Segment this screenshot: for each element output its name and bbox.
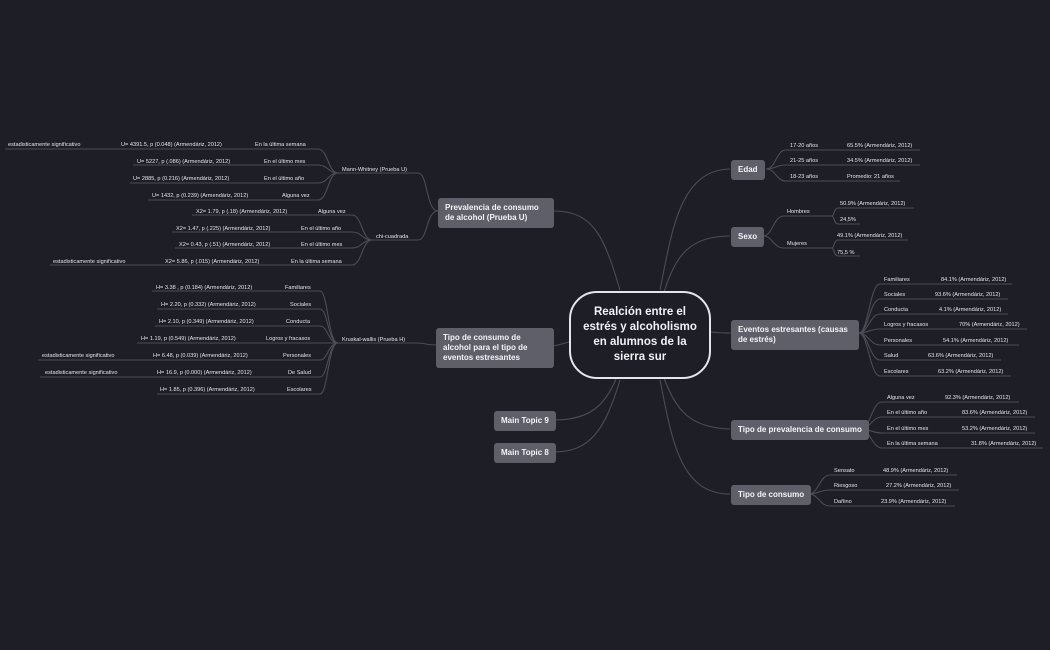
- evento-label[interactable]: Conducta: [884, 307, 908, 313]
- sexo-mujeres-value[interactable]: 75,5 %: [837, 250, 855, 256]
- link-tipo-eventos: [553, 341, 570, 347]
- chi-item-label[interactable]: En el último año: [301, 226, 342, 232]
- chi-item-label[interactable]: En el último mes: [301, 242, 343, 248]
- consumo-label[interactable]: Riesgoso: [834, 483, 858, 489]
- topic-eventos-estresantes[interactable]: Eventos estresantes (causas de estrés): [731, 320, 859, 350]
- sexo-hombres-value[interactable]: 24,5%: [840, 217, 856, 223]
- significance-note[interactable]: estadisticamente significativo: [8, 142, 81, 148]
- evento-value[interactable]: 70% (Armendáriz, 2012): [959, 322, 1020, 328]
- mann-item-value[interactable]: U= 2885, p (0.216) (Armendáriz, 2012): [133, 176, 230, 182]
- edad-value[interactable]: Promedio: 21 años: [847, 174, 894, 180]
- consumo-value[interactable]: 27.2% (Armendáriz, 2012): [886, 483, 952, 489]
- edad-value[interactable]: 34.5% (Armendáriz, 2012): [847, 158, 913, 164]
- mann-item-label[interactable]: En el último año: [264, 176, 305, 182]
- edad-label[interactable]: 18-23 años: [790, 174, 818, 180]
- chi-item-value[interactable]: X2= 1.79, p (.18) (Armendáriz, 2012): [196, 209, 288, 215]
- link-prev-u: [553, 210, 621, 291]
- prevalencia-value[interactable]: 83.6% (Armendáriz, 2012): [962, 410, 1028, 416]
- mann-item-value[interactable]: U= 1432, p (0.239) (Armendáriz, 2012): [152, 193, 249, 199]
- kruskal-item-value[interactable]: H= 6.48, p (0.039) (Armendáriz, 2012): [153, 353, 248, 359]
- kruskal-item-value[interactable]: H= 16.9, p (0.000) (Armendáriz, 2012): [157, 370, 252, 376]
- prevalencia-label[interactable]: En la última semana: [887, 441, 938, 447]
- link-tipo-consumo: [659, 379, 731, 495]
- kruskal-item-label[interactable]: De Salud: [288, 370, 312, 376]
- evento-value[interactable]: 84.1% (Armendáriz, 2012): [941, 277, 1007, 283]
- chi-item-value[interactable]: X2= 5.86, p (.015) (Armendáriz, 2012): [165, 259, 260, 265]
- link-prevalencia: [663, 377, 731, 430]
- significance-note[interactable]: estadisticamente significativo: [53, 259, 126, 265]
- mann-whitney-label[interactable]: Mann-Whitney (Prueba U): [342, 167, 407, 173]
- evento-value[interactable]: 63.6% (Armendáriz, 2012): [928, 353, 994, 359]
- topic-main-9[interactable]: Main Topic 9: [494, 411, 556, 431]
- kruskal-item-label[interactable]: Sociales: [290, 302, 312, 308]
- significance-note[interactable]: estadisticamente significativo: [45, 370, 118, 376]
- topic-tipo-eventos[interactable]: Tipo de consumo de alcohol para el tipo …: [436, 328, 554, 368]
- mann-item-value[interactable]: U= 5227, p (.086) (Armendáriz, 2012): [137, 159, 231, 165]
- chi-cuadrada-label[interactable]: chi-cuadrada: [376, 234, 409, 240]
- topic-edad[interactable]: Edad: [731, 160, 765, 180]
- mann-item-label[interactable]: Alguna vez: [282, 193, 310, 199]
- chi-item-label[interactable]: En la última semana: [291, 259, 342, 265]
- link-sexo: [663, 235, 731, 293]
- topic-tipo-consumo[interactable]: Tipo de consumo: [731, 485, 812, 505]
- evento-label[interactable]: Logros y fracasos: [884, 322, 929, 328]
- kruskal-item-label[interactable]: Conducta: [286, 319, 310, 325]
- kruskal-wallis-label[interactable]: Kruskal-wallis (Prueba H): [342, 337, 406, 343]
- mann-item-label[interactable]: En el último mes: [264, 159, 306, 165]
- mann-item-label[interactable]: En la última semana: [255, 142, 306, 148]
- prevalencia-value[interactable]: 31.8% (Armendáriz, 2012): [971, 441, 1037, 447]
- kruskal-item-label[interactable]: Personales: [283, 353, 311, 359]
- topic-sexo[interactable]: Sexo: [731, 227, 765, 247]
- evento-label[interactable]: Familiares: [884, 277, 910, 283]
- sexo-mujeres-value[interactable]: 49.1% (Armendáriz, 2012): [837, 233, 903, 239]
- kruskal-item-value[interactable]: H= 1.19, p (0.549) (Armendáriz, 2012): [141, 336, 236, 342]
- evento-label[interactable]: Sociales: [884, 292, 906, 298]
- evento-value[interactable]: 54.1% (Armendáriz, 2012): [943, 338, 1009, 344]
- link-eventos: [710, 331, 732, 334]
- prevalencia-label[interactable]: Alguna vez: [887, 395, 915, 401]
- consumo-label[interactable]: Dañino: [834, 499, 852, 505]
- evento-label[interactable]: Escolares: [884, 369, 909, 375]
- sexo-hombres[interactable]: Hombres: [787, 209, 810, 215]
- topic-prevalencia-prueba-u[interactable]: Prevalencia de consumo de alcohol (Prueb…: [438, 198, 554, 228]
- kruskal-item-value[interactable]: H= 3.38 , p (0.184) (Armendáriz, 2012): [156, 285, 253, 291]
- topic-tipo-prevalencia[interactable]: Tipo de prevalencia de consumo: [731, 420, 869, 440]
- kruskal-item-label[interactable]: Logros y fracasos: [266, 336, 311, 342]
- sexo-hombres-value[interactable]: 50.9% (Armendáriz, 2012): [840, 201, 906, 207]
- consumo-label[interactable]: Sensato: [834, 468, 855, 474]
- evento-value[interactable]: 4.1% (Armendáriz, 2012): [939, 307, 1002, 313]
- topic-main-8[interactable]: Main Topic 8: [494, 443, 556, 463]
- evento-value[interactable]: 63.2% (Armendáriz, 2012): [938, 369, 1004, 375]
- link-edad: [659, 168, 731, 291]
- evento-label[interactable]: Salud: [884, 353, 899, 359]
- chi-item-label[interactable]: Alguna vez: [318, 209, 346, 215]
- link-main9: [553, 378, 617, 421]
- kruskal-item-label[interactable]: Escolares: [287, 387, 312, 393]
- prevalencia-label[interactable]: En el último mes: [887, 426, 929, 432]
- significance-note[interactable]: estadisticamente significativo: [42, 353, 115, 359]
- mann-item-value[interactable]: U= 4391.5, p (0.048) (Armendáriz, 2012): [121, 142, 222, 148]
- central-topic[interactable]: Realción entre el estrés y alcoholismo e…: [569, 291, 711, 379]
- consumo-value[interactable]: 23.9% (Armendáriz, 2012): [881, 499, 947, 505]
- prevalencia-label[interactable]: En el último año: [887, 410, 928, 416]
- kruskal-item-label[interactable]: Familiares: [285, 285, 311, 291]
- edad-label[interactable]: 17-20 años: [790, 143, 818, 149]
- prevalencia-value[interactable]: 92.3% (Armendáriz, 2012): [945, 395, 1011, 401]
- edad-value[interactable]: 65.5% (Armendáriz, 2012): [847, 143, 913, 149]
- consumo-value[interactable]: 48.9% (Armendáriz, 2012): [883, 468, 949, 474]
- kruskal-item-value[interactable]: H= 2.20, p (0.332) (Armendáriz, 2012): [161, 302, 256, 308]
- kruskal-item-value[interactable]: H= 2.10, p (0.349) (Armendáriz, 2012): [159, 319, 254, 325]
- chi-item-value[interactable]: X2= 1.47, p (.225) (Armendáriz, 2012): [176, 226, 271, 232]
- kruskal-item-value[interactable]: H= 1.85, p (0.396) (Armendáriz, 2012): [160, 387, 255, 393]
- evento-value[interactable]: 93.6% (Armendáriz, 2012): [935, 292, 1001, 298]
- prevalencia-value[interactable]: 53.2% (Armendáriz, 2012): [962, 426, 1028, 432]
- edad-label[interactable]: 21-25 años: [790, 158, 818, 164]
- link-main8: [553, 379, 621, 453]
- sexo-mujeres[interactable]: Mujeres: [787, 241, 807, 247]
- evento-label[interactable]: Personales: [884, 338, 912, 344]
- chi-item-value[interactable]: X2= 0.43, p (.51) (Armendáriz, 2012): [179, 242, 271, 248]
